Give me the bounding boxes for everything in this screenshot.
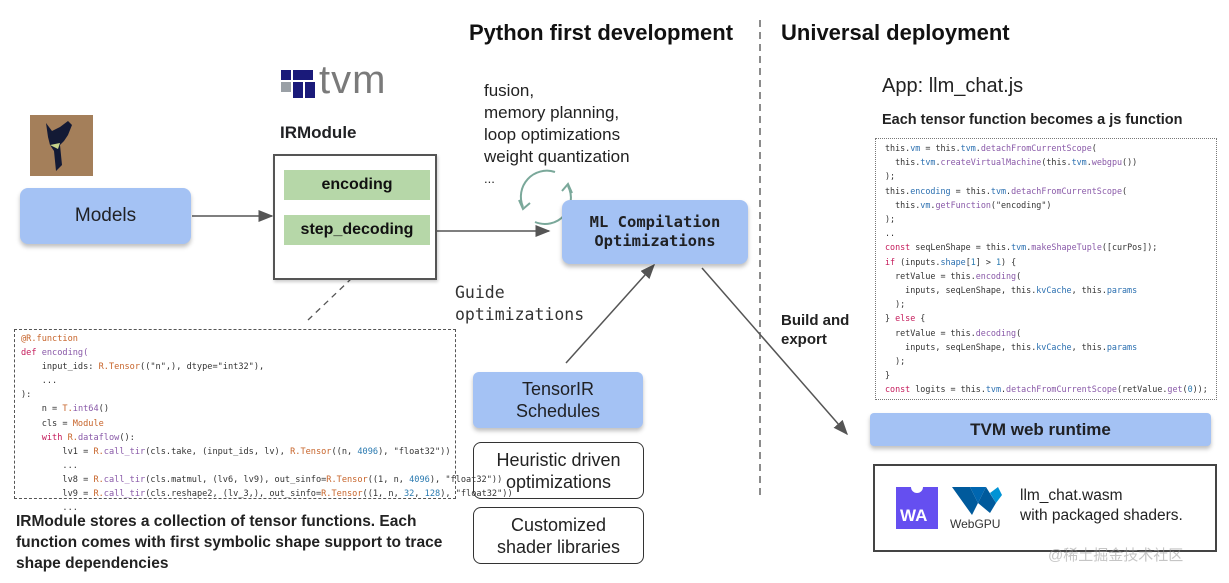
code-line: def encoding( [21, 348, 89, 359]
code-line: lv8 = R.call_tir(cls.matmul, (lv6, lv9),… [21, 474, 503, 485]
wasm-description: llm_chat.wasm with packaged shaders. [1020, 486, 1183, 526]
tvm-logo: tvm [281, 58, 411, 106]
code-line: ); [885, 299, 906, 310]
wasm-line2: with packaged shaders. [1020, 507, 1183, 524]
irmodule-function-step-decoding[interactable]: step_decoding [284, 215, 430, 245]
llama-silhouette [46, 121, 72, 171]
tensorir-line1: TensorIR [521, 379, 595, 399]
wasm-line1: llm_chat.wasm [1020, 487, 1123, 504]
tvm-logo-text: tvm [319, 58, 387, 102]
wa-label: WA [900, 506, 928, 525]
optimization-item: weight quantization [484, 147, 630, 166]
irmodule-title: IRModule [280, 123, 357, 142]
webgpu-logo-shape [952, 487, 1002, 515]
optimization-list: fusion, memory planning, loop optimizati… [484, 80, 630, 190]
heuristic-line1: Heuristic driven [496, 449, 621, 470]
universal-deployment-heading: Universal deployment [781, 20, 1010, 45]
shader-libs-line1: Customized [510, 514, 607, 535]
code-line: n = T.int64() [21, 404, 109, 415]
ml-compilation-box[interactable]: ML Compilation Optimizations [562, 200, 748, 264]
heuristic-optimizations-box[interactable]: Heuristic driven optimizations [473, 442, 644, 499]
code-line: } else { [885, 313, 926, 324]
code-line: retValue = this.decoding( [885, 327, 1022, 338]
js-code-box: this.vm = this.tvm.detachFromCurrentScop… [875, 138, 1217, 400]
code-line: ); [885, 214, 896, 225]
code-line: with R.dataflow(): [41, 432, 135, 443]
app-subtitle: Each tensor function becomes a js functi… [882, 112, 1183, 128]
code-line: inputs, seqLenShape, this.kvCache, this.… [885, 285, 1138, 296]
code-line: lv1 = R.call_tir(cls.take, (input_ids, l… [21, 446, 451, 457]
code-line: if (inputs.shape[1] > 1) { [885, 256, 1017, 267]
llama-icon [30, 115, 93, 176]
code-line: @R.function [21, 334, 78, 344]
js-code: this.vm = this.tvm.detachFromCurrentScop… [885, 141, 1208, 397]
irmodule-function-encoding[interactable]: encoding [284, 170, 430, 200]
app-title: App: llm_chat.js [882, 75, 1024, 97]
code-line: ): [21, 390, 32, 401]
ml-compilation-line2: Optimizations [594, 232, 716, 250]
irmodule-caption: IRModule stores a collection of tensor f… [16, 513, 443, 572]
watermark: @稀土掘金技术社区 [1048, 547, 1184, 564]
shader-libraries-box[interactable]: Customized shader libraries [473, 507, 644, 564]
optimization-item: ... [484, 171, 495, 186]
code-line: retValue = this.encoding( [885, 270, 1022, 281]
tvm-logo-icon [281, 70, 315, 98]
webgpu-label: WebGPU [950, 517, 1001, 531]
runtime-label: TVM web runtime [970, 419, 1111, 439]
optimization-item: loop optimizations [484, 125, 621, 144]
code-line: this.vm.getFunction("encoding") [885, 199, 1052, 210]
optimization-item: fusion, [484, 81, 535, 100]
tensorir-schedules-box[interactable]: TensorIR Schedules [473, 372, 643, 428]
build-export-line1: Build and [781, 312, 850, 329]
webgpu-icon: WebGPU [950, 485, 1006, 531]
code-line: this.encoding = this.tvm.detachFromCurre… [885, 185, 1128, 196]
wasm-box: WA WebGPU llm_chat.wasm with packaged sh… [873, 464, 1217, 552]
irmodule-code-connector [307, 277, 353, 321]
code-line: ... [21, 460, 78, 471]
guide-line2: optimizations [455, 305, 585, 324]
guide-optimizations-label: Guide optimizations [455, 282, 584, 326]
python-code-box: @R.function def encoding( input_ids: R.Te… [14, 329, 513, 513]
code-line: this.vm = this.tvm.detachFromCurrentScop… [885, 143, 1097, 153]
code-line: const seqLenShape = this.tvm.makeShapeTu… [885, 242, 1158, 253]
python-first-heading: Python first development [469, 20, 734, 45]
ml-compilation-line1: ML Compilation [589, 213, 721, 231]
code-line: lv9 = R.call_tir(cls.reshape2, (lv_3,), … [21, 489, 513, 500]
code-line: this.tvm.createVirtualMachine(this.tvm.w… [885, 157, 1138, 168]
code-line: .. [885, 228, 896, 239]
code-line: ); [885, 356, 906, 367]
optimization-item: memory planning, [484, 103, 620, 122]
code-line: ... [21, 503, 78, 514]
tensorir-line2: Schedules [515, 401, 601, 421]
code-line: } [885, 370, 891, 381]
webassembly-icon: WA [896, 486, 938, 529]
code-line: cls = Module [21, 418, 104, 429]
build-export-label: Build and export [781, 311, 849, 349]
models-label: Models [74, 205, 137, 226]
python-code: @R.function def encoding( input_ids: R.Te… [21, 332, 513, 515]
irmodule-box: encoding step_decoding [273, 154, 437, 280]
tvm-web-runtime-box[interactable]: TVM web runtime [870, 413, 1211, 446]
guide-line1: Guide [455, 283, 505, 302]
shader-libs-line2: shader libraries [496, 536, 621, 557]
code-line: const logits = this.tvm.detachFromCurren… [885, 384, 1208, 395]
code-line: ... [21, 376, 58, 387]
code-line: input_ids: R.Tensor(("n",), dtype="int32… [21, 362, 265, 373]
code-line: inputs, seqLenShape, this.kvCache, this.… [885, 341, 1138, 352]
arrow-tensorir-to-mlc [565, 263, 656, 364]
build-export-line2: export [781, 331, 827, 348]
models-box[interactable]: Models [20, 188, 191, 244]
heuristic-line2: optimizations [505, 471, 612, 492]
code-line: ); [885, 171, 896, 182]
arrow-mlc-to-runtime [701, 267, 848, 436]
